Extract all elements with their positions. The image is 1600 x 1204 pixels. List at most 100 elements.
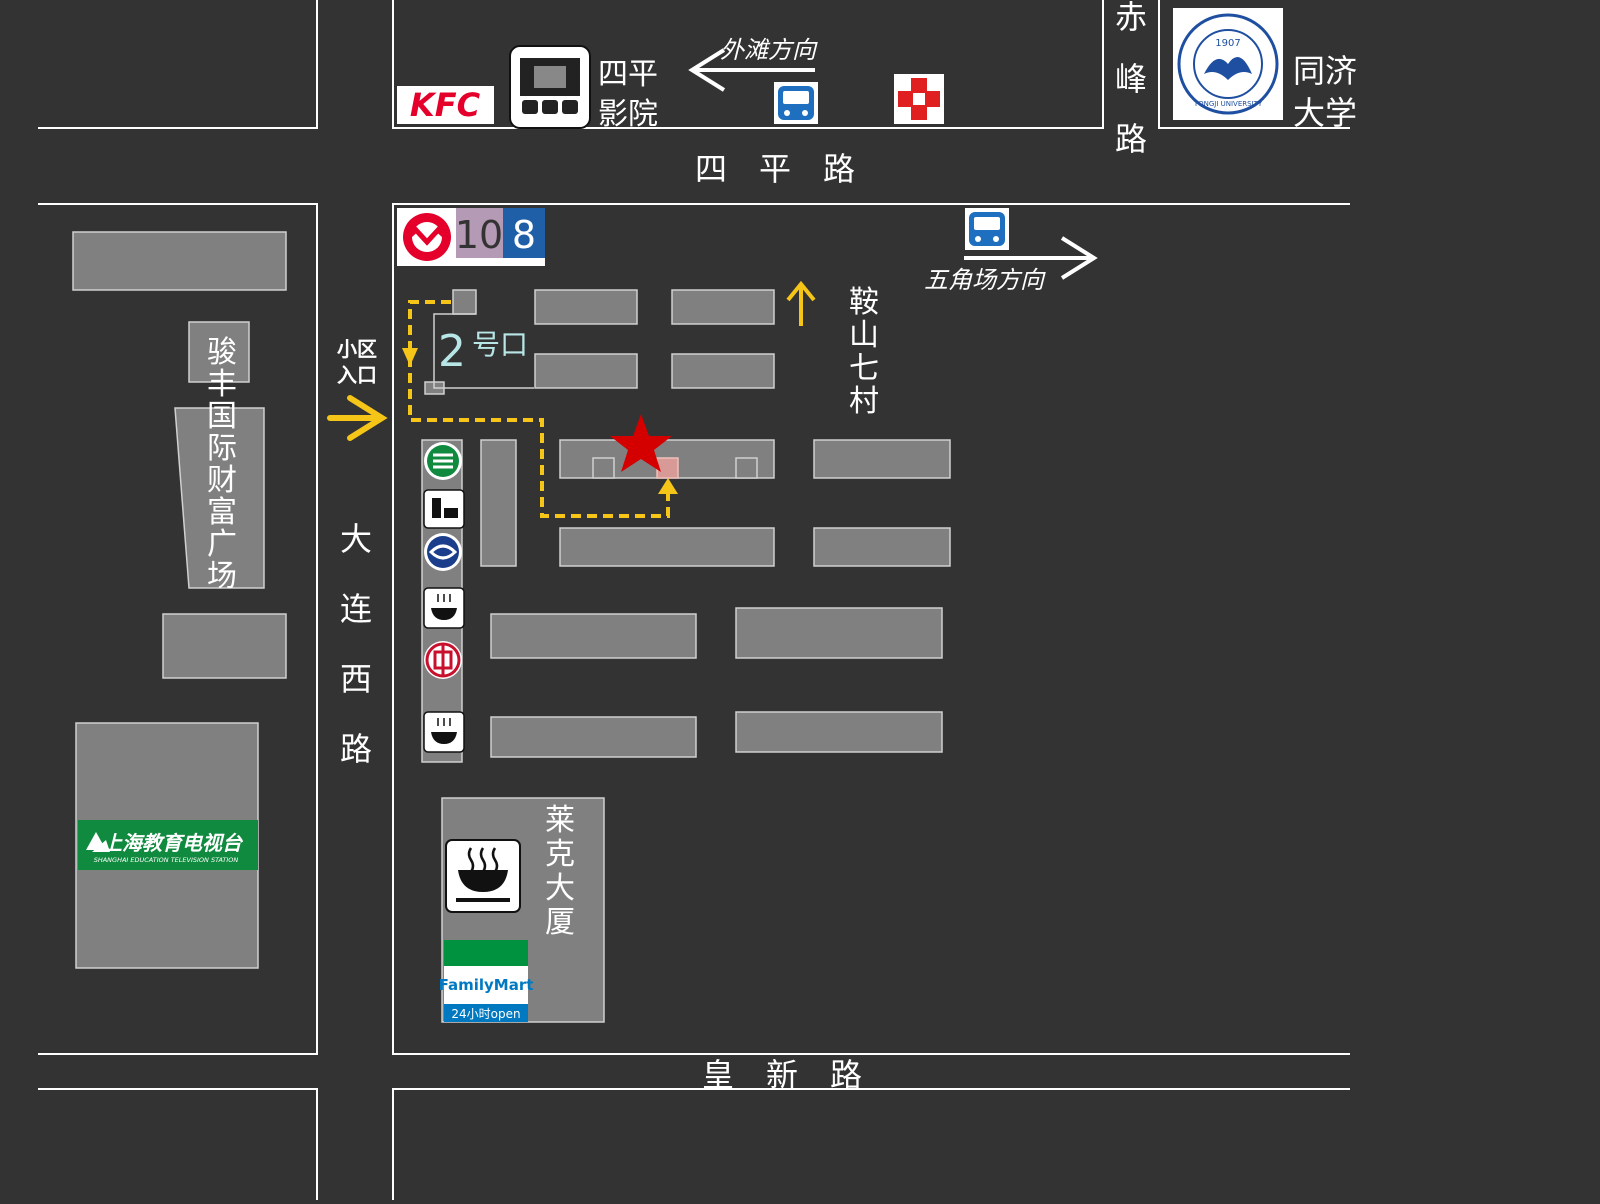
- building-block: [534, 289, 638, 325]
- cinema-label-line: 影院: [598, 97, 658, 132]
- noodle-restaurant-icon: [445, 839, 521, 913]
- fuxin-road-label: 皇 新 路: [702, 1056, 862, 1094]
- exit-2-outline: [433, 313, 534, 389]
- metro-line-10-label: 10: [455, 213, 503, 257]
- building-block: [592, 457, 615, 479]
- setv-logo-icon: 上海教育电视台 SHANGHAI EDUCATION TELEVISION ST…: [78, 820, 258, 870]
- building-block: [735, 607, 943, 659]
- chifeng-road-label: 赤 峰 路: [1115, 0, 1147, 158]
- entrance-label-line: 小区: [337, 337, 377, 361]
- north-arrow-icon: [786, 280, 816, 326]
- wujiaochang-direction-label: 五角场方向: [924, 266, 1046, 294]
- building-block: [671, 289, 775, 325]
- destination-star-icon: [610, 414, 672, 472]
- familymart-sub-text: 24小时open: [451, 1007, 520, 1021]
- dalian-west-road-label: 大 连 西 路: [340, 520, 372, 768]
- cinema-label: 四平 影院: [598, 57, 658, 132]
- kfc-logo-text: KFC: [410, 86, 481, 124]
- road-lines: [38, 0, 1350, 1200]
- road-label-char: 赤: [1115, 0, 1147, 36]
- kfc-logo-icon: KFC: [397, 86, 494, 124]
- road-label-char: 大: [340, 520, 372, 558]
- tongji-label: 同济 大学: [1293, 52, 1357, 132]
- metro-line-10-badge: [456, 208, 503, 258]
- siping-road-label: 四 平 路: [695, 150, 855, 188]
- place-label-char: 厦: [545, 905, 575, 940]
- place-label-char: 鞍: [849, 285, 879, 320]
- cinema-icon: [509, 45, 591, 129]
- building-block: [188, 321, 250, 383]
- tongji-seal-icon: 1907 TONGJI UNIVERSITY: [1173, 8, 1283, 120]
- bus-stop-icon: [965, 208, 1009, 250]
- direction-arrow-icon: [688, 48, 815, 92]
- entrance-label-line: 入口: [337, 363, 377, 387]
- building-block: [671, 353, 775, 389]
- metro-line-8-badge: [503, 208, 545, 258]
- place-label-char: 大: [545, 871, 575, 906]
- direction-arrow-icon: [964, 236, 1098, 280]
- walking-route: [408, 300, 670, 518]
- junfeng-plaza-label: 骏 丰 国 际 财 富 广 场: [207, 335, 237, 594]
- metro-logo-icon: [403, 213, 451, 261]
- noodle-restaurant-icon: [423, 711, 465, 753]
- tongji-seal-ring: TONGJI UNIVERSITY: [1193, 100, 1263, 108]
- place-label-char: 村: [849, 384, 879, 419]
- route-arrow-down-icon: [402, 348, 418, 366]
- familymart-logo-text: FamilyMart: [439, 976, 534, 994]
- building-block: [162, 613, 287, 679]
- destination-building-door: [656, 457, 679, 479]
- place-label-char: 莱: [545, 803, 575, 838]
- place-label-char: 广: [207, 527, 237, 562]
- community-entrance-label: 小区 入口: [337, 337, 377, 387]
- place-label-char: 际: [207, 431, 237, 466]
- place-label-char: 丰: [207, 367, 237, 402]
- place-label-char: 七: [849, 351, 879, 386]
- place-label-char: 国: [207, 399, 237, 434]
- road-label-char: 峰: [1115, 60, 1147, 98]
- tongji-label-line: 同济: [1293, 52, 1357, 90]
- fast-food-icon: [423, 489, 465, 529]
- place-label-char: 骏: [207, 335, 237, 370]
- building-block: [735, 457, 758, 479]
- anshan-village-label: 鞍 山 七 村: [849, 285, 879, 419]
- road-label-char: 连: [340, 590, 372, 628]
- post-office-icon: [424, 442, 462, 480]
- place-label-char: 财: [207, 463, 237, 498]
- building-block: [452, 289, 477, 315]
- tongji-label-line: 大学: [1293, 94, 1357, 132]
- familymart-logo-icon: FamilyMart 24小时open: [439, 940, 534, 1022]
- building-block: [480, 439, 517, 567]
- cinema-label-line: 四平: [598, 57, 658, 92]
- bank-icon: [424, 641, 462, 679]
- building-block: [174, 407, 265, 589]
- road-label-char: 路: [340, 730, 372, 768]
- setv-logo-en: SHANGHAI EDUCATION TELEVISION STATION: [94, 856, 239, 864]
- china-mobile-icon: [424, 533, 462, 571]
- noodle-restaurant-icon: [423, 587, 465, 629]
- setv-logo-cn: 上海教育电视台: [102, 831, 244, 855]
- place-label-char: 山: [849, 318, 879, 353]
- building-block: [559, 527, 775, 567]
- metro-sign: 10 8: [397, 208, 545, 266]
- road-label-char: 西: [340, 660, 372, 698]
- place-label-char: 场: [207, 559, 237, 594]
- place-label-char: 克: [545, 837, 575, 872]
- building-block: [490, 716, 697, 758]
- building-block: [534, 353, 638, 389]
- entrance-arrow-icon: [327, 395, 388, 441]
- bus-stop-icon: [774, 82, 818, 124]
- road-label-char: 路: [1115, 120, 1147, 158]
- laike-building-label: 莱 克 大 厦: [545, 803, 575, 940]
- route-arrow-up-icon: [658, 478, 678, 494]
- waitan-direction-label: 外滩方向: [720, 36, 818, 64]
- building-block: [72, 231, 287, 291]
- building-block: [813, 527, 951, 567]
- place-label-char: 富: [207, 495, 237, 530]
- tongji-seal-year: 1907: [1215, 38, 1240, 49]
- building-block: [490, 613, 697, 659]
- exit-suffix: 号口: [472, 328, 528, 361]
- metro-line-8-label: 8: [512, 213, 536, 257]
- exit-number: 2: [438, 326, 466, 377]
- hospital-cross-icon: [894, 74, 944, 124]
